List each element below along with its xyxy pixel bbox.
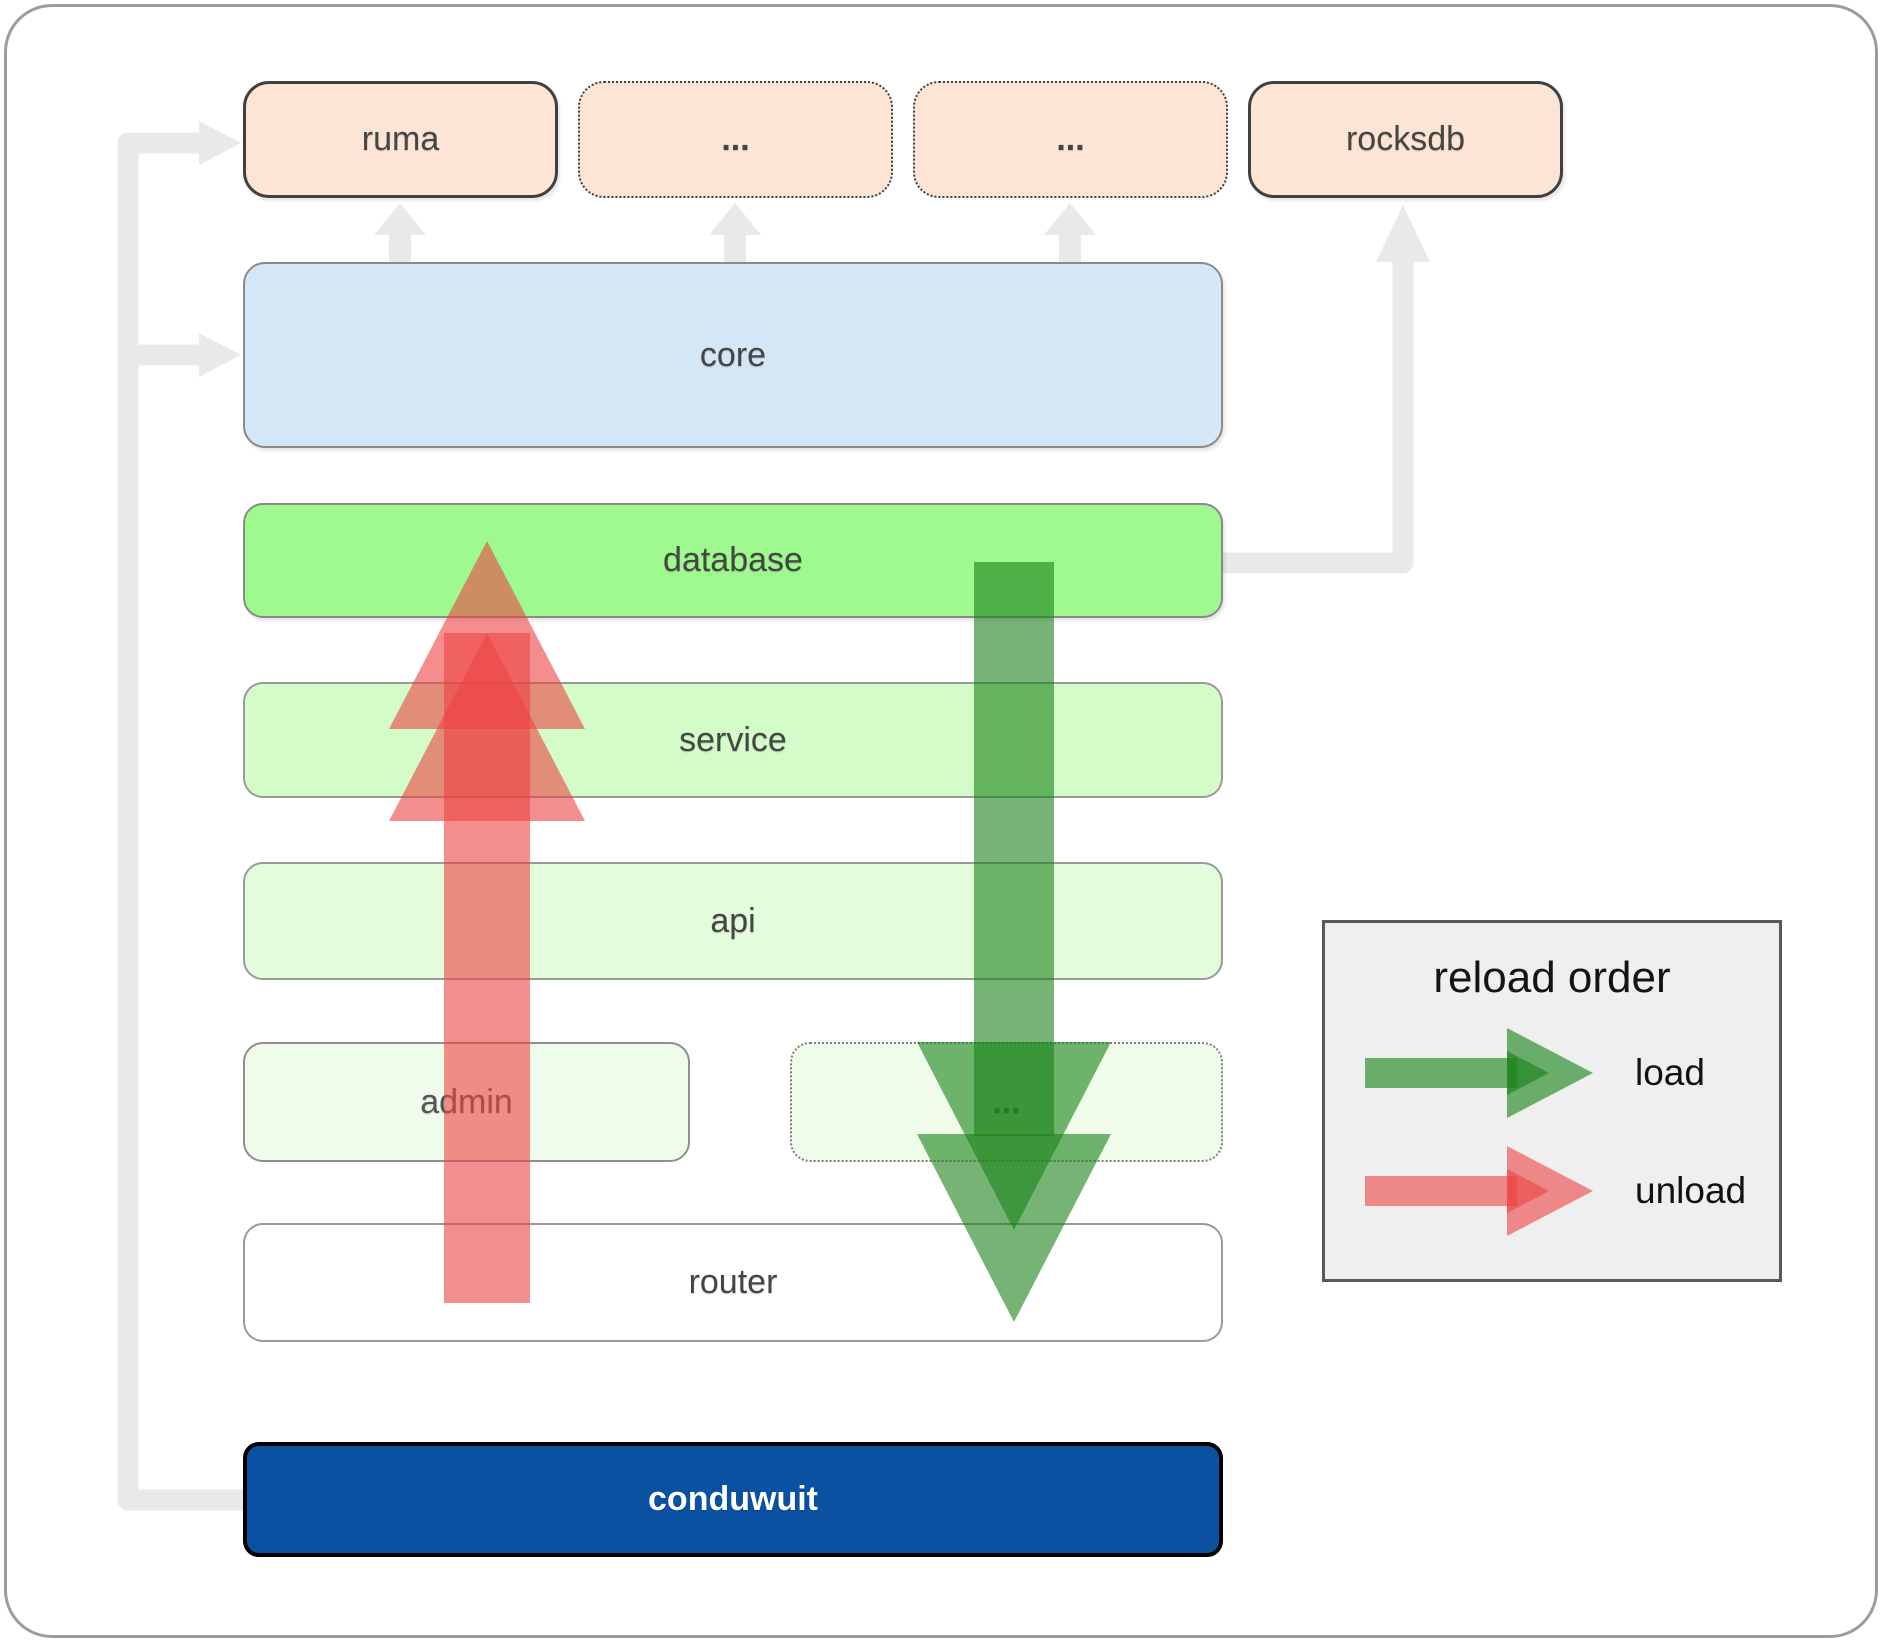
- box-ellipsis-top-2: ...: [913, 81, 1228, 198]
- box-ellipsis-top-2-label: ...: [1056, 120, 1085, 158]
- box-service-label: service: [679, 720, 787, 759]
- box-router: router: [243, 1223, 1223, 1342]
- gray-arrowhead-into-core: [199, 333, 241, 377]
- gray-arrow-core-to-ellipsis-1: [709, 203, 761, 262]
- box-ruma: ruma: [243, 81, 558, 198]
- unload-arrow-icon: [1365, 1146, 1593, 1236]
- gray-arrowhead-into-ruma: [199, 121, 241, 165]
- box-admin-label: admin: [420, 1082, 513, 1121]
- gray-arrow-core-to-ellipsis-2: [1044, 203, 1096, 262]
- box-service: service: [243, 682, 1223, 798]
- legend-title: reload order: [1433, 953, 1671, 1002]
- box-database: database: [243, 503, 1223, 618]
- box-ellipsis-mid-label: ...: [992, 1082, 1021, 1121]
- box-conduwuit-label: conduwuit: [648, 1480, 818, 1518]
- outer-frame: [4, 4, 1878, 1638]
- box-admin: admin: [243, 1042, 690, 1162]
- legend-row-load: load: [1361, 1025, 1779, 1121]
- box-ellipsis-mid: ...: [790, 1042, 1223, 1162]
- gray-connector-conduwuit-to-ruma: [117, 132, 243, 1511]
- gray-arrow-core-to-ruma: [374, 203, 426, 262]
- legend-load-label: load: [1635, 1052, 1705, 1093]
- box-ellipsis-top-1-label: ...: [721, 120, 750, 158]
- load-arrow-icon: [1365, 1028, 1593, 1118]
- box-ruma-label: ruma: [361, 120, 440, 158]
- gray-connector-database-to-rocksdb: [1223, 260, 1414, 574]
- box-conduwuit: conduwuit: [243, 1442, 1223, 1557]
- box-rocksdb: rocksdb: [1248, 81, 1563, 198]
- legend-row-unload: unload: [1361, 1143, 1779, 1239]
- box-ellipsis-top-1: ...: [578, 81, 893, 198]
- gray-arrowhead-into-rocksdb: [1376, 205, 1430, 262]
- box-core: core: [243, 262, 1223, 448]
- box-rocksdb-label: rocksdb: [1345, 120, 1466, 158]
- box-core-label: core: [699, 335, 767, 374]
- box-database-label: database: [663, 541, 803, 579]
- box-api: api: [243, 862, 1223, 980]
- box-router-label: router: [688, 1263, 778, 1301]
- box-api-label: api: [710, 901, 756, 940]
- legend-unload-label: unload: [1635, 1170, 1747, 1211]
- legend: reload order load unload: [1322, 920, 1782, 1282]
